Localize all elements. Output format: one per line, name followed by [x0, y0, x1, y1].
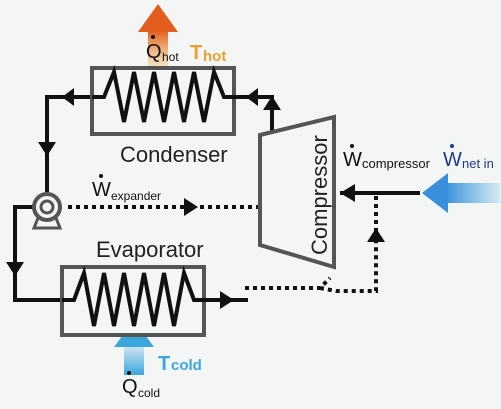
svg-text:W: W: [343, 149, 362, 171]
svg-text:hot: hot: [162, 50, 179, 64]
w-expander-label: W expander: [92, 174, 161, 203]
compressor-work-arrowhead: [367, 228, 385, 242]
svg-text:T: T: [190, 42, 202, 64]
svg-text:Q: Q: [122, 376, 138, 398]
t-hot-label: T hot: [190, 42, 226, 65]
svg-text:expander: expander: [111, 189, 161, 203]
work-transfer-lines: [68, 196, 378, 293]
expander-turbine-icon: [31, 192, 63, 230]
work-in-arrow-icon: [422, 173, 500, 213]
flow-arrowheads: [6, 88, 355, 309]
condenser: [90, 65, 246, 136]
expander-work-arrowhead: [184, 198, 198, 216]
w-net-in-label: W net in: [443, 144, 494, 171]
compressor: [258, 114, 336, 270]
w-compressor-label: W compressor: [343, 144, 431, 171]
svg-text:compressor: compressor: [362, 156, 431, 171]
t-cold-label: T cold: [158, 353, 202, 375]
heat-out-arrow-icon: [138, 4, 178, 68]
svg-text:Q: Q: [146, 41, 162, 63]
q-cold-label: Q cold: [122, 371, 160, 400]
condenser-label: Condenser: [120, 142, 228, 167]
compressor-label: Compressor: [307, 135, 332, 255]
svg-text:net in: net in: [462, 156, 494, 171]
svg-text:hot: hot: [203, 48, 226, 65]
svg-text:W: W: [92, 179, 111, 201]
svg-text:cold: cold: [171, 357, 202, 374]
svg-text:T: T: [158, 353, 170, 375]
q-hot-label: Q hot: [146, 35, 179, 64]
svg-text:W: W: [443, 149, 462, 171]
svg-text:cold: cold: [138, 386, 160, 400]
evaporator: [60, 265, 218, 337]
evaporator-label: Evaporator: [96, 237, 204, 262]
